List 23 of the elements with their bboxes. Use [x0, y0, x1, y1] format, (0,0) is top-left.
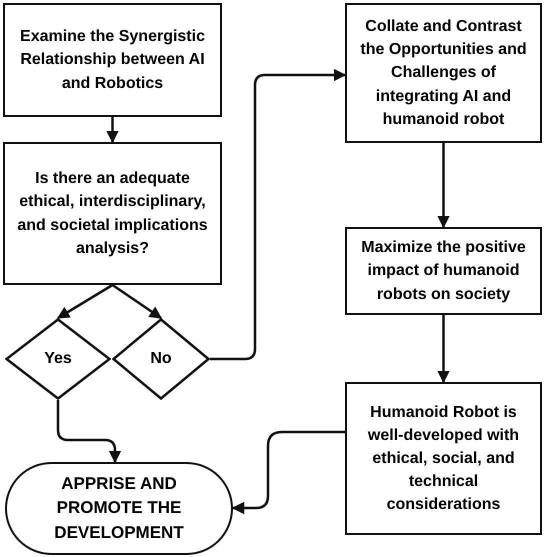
arrow	[106, 117, 119, 144]
process-box	[345, 3, 542, 143]
decision-diamond	[5, 318, 111, 400]
arrow	[437, 315, 450, 384]
node-text: APPRISE AND PROMOTE THE DEVELOPMENT	[53, 472, 185, 544]
process-box	[3, 3, 222, 117]
arrow	[112, 284, 162, 320]
node-text: Yes	[44, 349, 72, 370]
arrow	[210, 68, 346, 360]
process-box	[3, 142, 222, 285]
process-box	[345, 382, 542, 535]
node-text: No	[150, 349, 172, 370]
process-box	[345, 227, 542, 315]
node-text: Collate and Contrast the Opportunities and Challenges of integrating AI and humanoid robot	[359, 17, 528, 130]
decision-diamond	[112, 318, 210, 400]
arrow	[56, 400, 122, 464]
node-text: Is there an adequate ethical, interdisciplinary, and societal implications analysis?	[16, 169, 209, 259]
node-text: Humanoid Robot is well-developed with ethical, social, and technical considerations	[366, 402, 520, 516]
arrow	[437, 143, 450, 228]
arrow	[232, 430, 345, 514]
node-text: Maximize the positive impact of humanoid robots on society	[360, 238, 527, 305]
arrow	[56, 284, 114, 320]
node-text: Examine the Synergistic Relationship between AI and Robotics	[19, 27, 206, 94]
